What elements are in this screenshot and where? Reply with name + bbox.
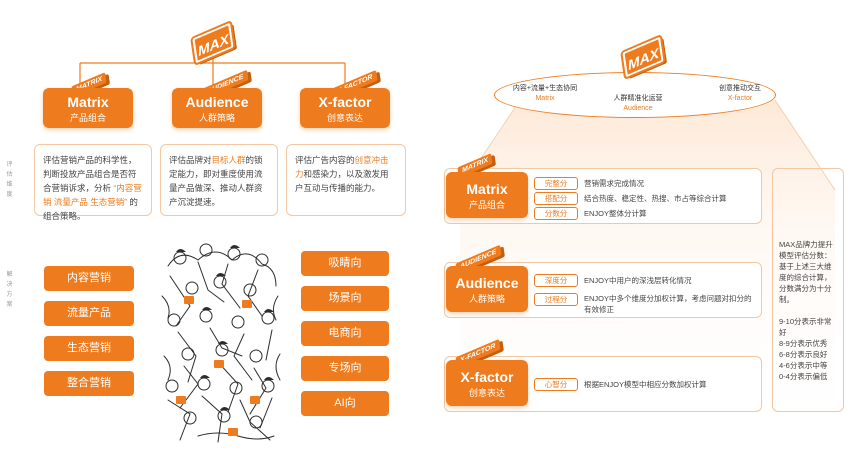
matrix-tag-mix: 搭配分 (534, 192, 578, 205)
oval-left-en: Matrix (535, 95, 555, 102)
audience-text-process: ENJOY中多个维度分加权计算，考虑问题对扣分的有效修正 (584, 294, 752, 314)
audience-tag-process: 过程分 (534, 293, 578, 306)
audience-en: Audience (185, 94, 249, 110)
x-factor-row-en: X-factor (460, 369, 514, 385)
oval-left-label: 内容+流量+生态协同 Matrix (505, 84, 585, 104)
oval-right-en: X-factor (727, 95, 753, 102)
audience-desc-tail: 的锁定能力，即对重度使用流量产品做深、推动人群资产沉淀提速。 (169, 155, 263, 207)
solution-pill-ecosystem: 生态营销 (44, 336, 134, 361)
solution-label: 解决方案 (6, 272, 14, 308)
matrix-desc-tail: 的组合策略。 (43, 197, 138, 221)
matrix-en: Matrix (67, 94, 109, 110)
audience-zh: 人群策略 (198, 113, 235, 123)
x-factor-row-title: X-factor 创意表达 (446, 360, 528, 406)
matrix-text-mix: 结合热度、稳定性、热搜、市占等综合计算 (584, 194, 727, 203)
creative-pill-ai: AI向 (301, 391, 389, 416)
matrix-title: Matrix 产品组合 (43, 88, 133, 128)
evaluation-label: 评估维度 (6, 162, 14, 198)
oval-mid-label: 人群精准化运营 Audience (598, 94, 678, 114)
matrix-row-en: Matrix (466, 181, 508, 197)
x-factor-tag-mind: 心智分 (534, 378, 578, 391)
matrix-text-score: ENJOY整体分计算 (584, 209, 647, 218)
max-oval (494, 72, 776, 118)
matrix-tag-complete: 完整分 (534, 177, 578, 190)
solution-pill-traffic: 流量产品 (44, 301, 134, 326)
solution-pill-integrated: 整合营销 (44, 371, 134, 396)
audience-row-title: Audience 人群策略 (446, 266, 528, 312)
audience-text-depth: ENJOY中用户的深浅层转化情况 (584, 276, 692, 285)
creative-pill-special: 专场向 (301, 356, 389, 381)
x-factor-title: X-factor 创意表达 (300, 88, 390, 128)
matrix-desc-highlight: “内容营销 流量产品 生态营销” (43, 183, 142, 207)
solution-pill-content: 内容营销 (44, 266, 134, 291)
x-factor-text-mind: 根据ENJOY模型中相应分数加权计算 (584, 380, 707, 389)
x-factor-desc-tail: 和感染力，以及激发用户互动与传播的能力。 (295, 169, 389, 193)
oval-mid-zh: 人群精准化运营 (613, 95, 663, 102)
score-side-note: MAX品牌力提升模型评估分数：基于上述三大维度的综合计算，分数满分为十分制。 9… (772, 168, 844, 412)
creative-pill-ecommerce: 电商向 (301, 321, 389, 346)
audience-desc-text: 评估品牌对 (169, 155, 212, 165)
audience-tag-depth: 深度分 (534, 274, 578, 287)
matrix-text-complete: 营销需求完成情况 (584, 179, 644, 188)
creative-pill-scene: 场景向 (301, 286, 389, 311)
x-factor-description: 评估广告内容的创意冲击力和感染力，以及激发用户互动与传播的能力。 (286, 144, 406, 216)
oval-mid-en: Audience (623, 105, 653, 112)
crowd-illustration (161, 243, 281, 443)
audience-row-en: Audience (455, 275, 519, 291)
matrix-row-title: Matrix 产品组合 (446, 172, 528, 218)
max-logo-right: MAX (620, 33, 666, 81)
matrix-tag-score: 分数分 (534, 207, 578, 220)
audience-row-zh: 人群策略 (468, 294, 505, 304)
matrix-zh: 产品组合 (69, 113, 106, 123)
oval-right-label: 创意推动交互 X-factor (700, 84, 780, 104)
matrix-row-zh: 产品组合 (468, 200, 505, 210)
x-factor-zh: 创意表达 (326, 113, 363, 123)
matrix-desc-text: 评估营销产品的科学性，判断投放产品组合是否符合营销诉求，分析 (43, 155, 137, 193)
audience-desc-highlight: 目标人群 (211, 155, 246, 165)
x-factor-desc-highlight: 创意冲击力 (295, 155, 389, 179)
x-factor-desc-text: 评估广告内容的 (295, 155, 355, 165)
x-factor-en: X-factor (318, 94, 372, 110)
audience-description: 评估品牌对目标人群的锁定能力，即对重度使用流量产品做深、推动人群资产沉淀提速。 (160, 144, 278, 216)
x-factor-row-zh: 创意表达 (468, 388, 505, 398)
oval-left-zh: 内容+流量+生态协同 (512, 85, 578, 92)
audience-title: Audience 人群策略 (172, 88, 262, 128)
oval-right-zh: 创意推动交互 (719, 85, 761, 92)
creative-pill-eye-catching: 吸睛向 (301, 251, 389, 276)
matrix-description: 评估营销产品的科学性，判断投放产品组合是否符合营销诉求，分析 “内容营销 流量产… (34, 144, 152, 221)
